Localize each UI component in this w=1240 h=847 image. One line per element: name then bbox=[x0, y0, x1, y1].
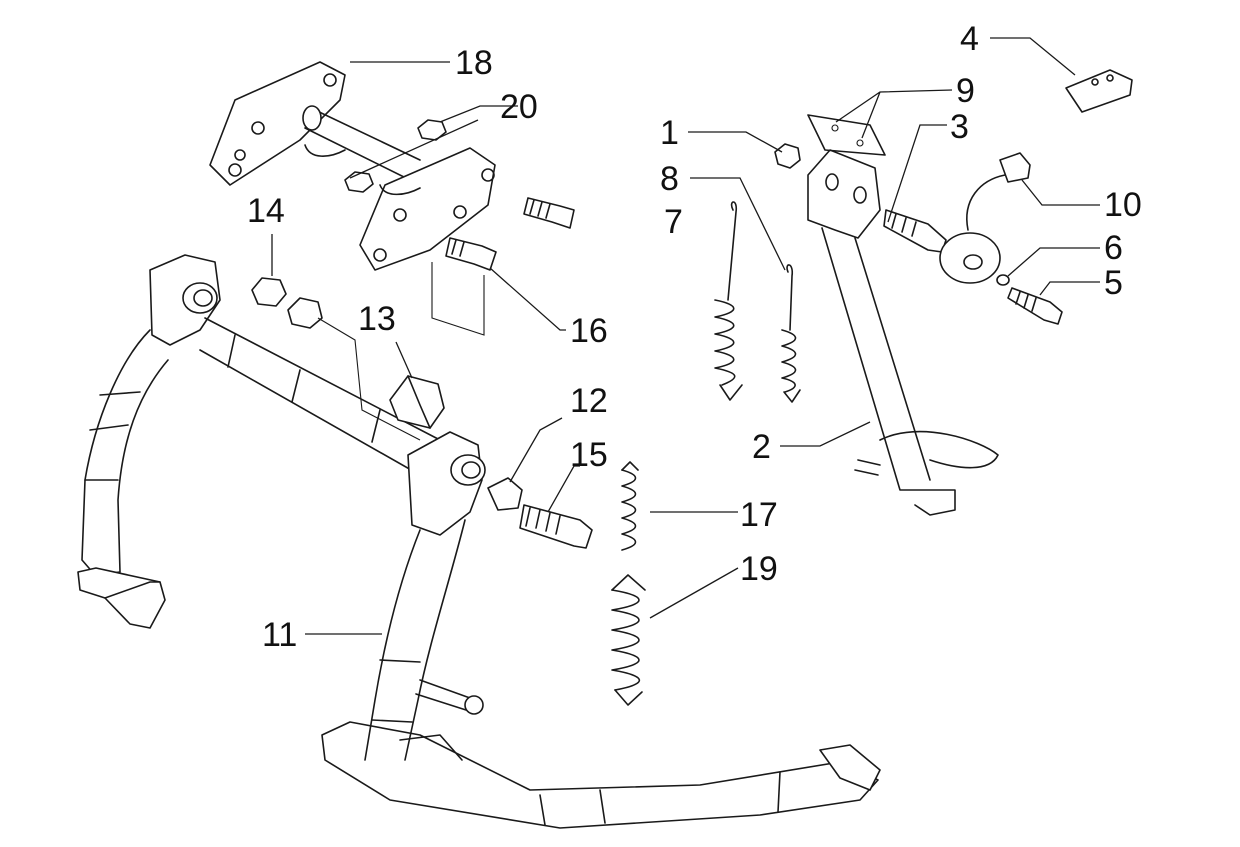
springs bbox=[611, 201, 801, 706]
callout-label-3: 3 bbox=[950, 108, 969, 146]
callout-label-19: 19 bbox=[740, 550, 778, 588]
callout-label-6: 6 bbox=[1104, 229, 1123, 267]
callout-label-20: 20 bbox=[500, 88, 538, 126]
callout-label-14: 14 bbox=[247, 192, 285, 230]
callout-label-4: 4 bbox=[960, 20, 979, 58]
callout-label-16: 16 bbox=[570, 312, 608, 350]
small-parts bbox=[251, 277, 593, 549]
callout-label-9: 9 bbox=[956, 72, 975, 110]
centre-stand bbox=[77, 254, 881, 829]
mounting-plates bbox=[209, 61, 575, 336]
callout-label-18: 18 bbox=[455, 44, 493, 82]
callout-label-2: 2 bbox=[752, 428, 771, 466]
callout-label-1: 1 bbox=[660, 114, 679, 152]
callout-label-17: 17 bbox=[740, 496, 778, 534]
callout-label-11: 11 bbox=[262, 616, 297, 654]
callout-label-7: 7 bbox=[664, 203, 683, 241]
callout-label-5: 5 bbox=[1104, 264, 1123, 302]
callout-label-10: 10 bbox=[1104, 186, 1142, 224]
side-parts bbox=[939, 69, 1133, 325]
callout-label-8: 8 bbox=[660, 160, 679, 198]
callout-label-15: 15 bbox=[570, 436, 608, 474]
side-stand bbox=[774, 114, 999, 516]
leader-lines bbox=[271, 37, 1100, 635]
callout-labels: 18 20 14 13 16 12 15 11 17 19 1 8 7 2 3 … bbox=[247, 20, 1142, 654]
callout-label-12: 12 bbox=[570, 382, 608, 420]
callout-label-13: 13 bbox=[358, 300, 396, 338]
